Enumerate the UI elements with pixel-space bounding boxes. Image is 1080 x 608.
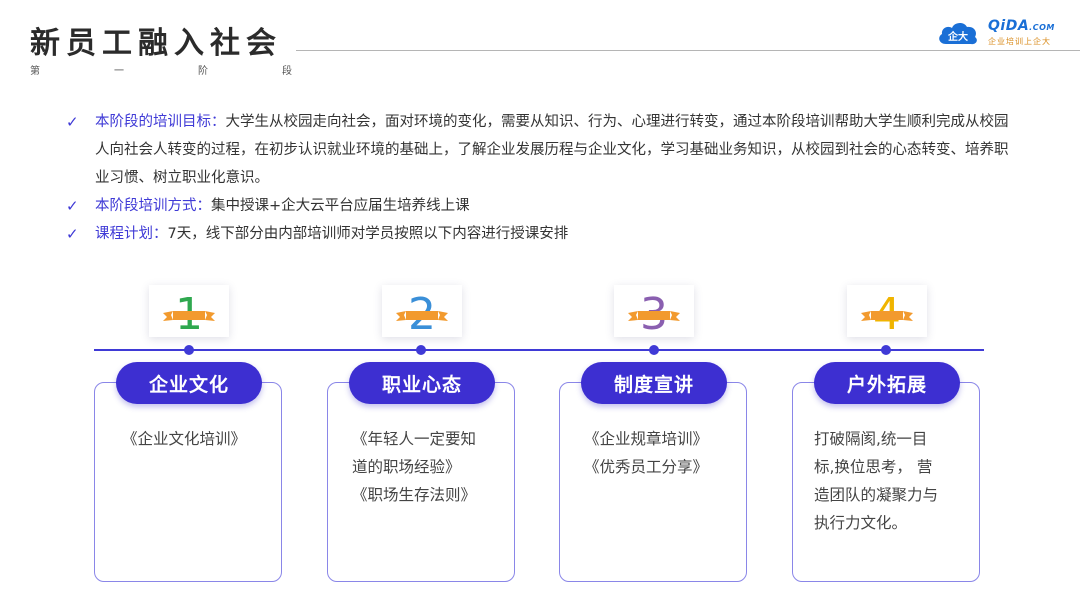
check-icon: ✓	[66, 113, 79, 131]
bullet-text: 7天，线下部分由内部培训师对学员按照以下内容进行授课安排	[167, 226, 569, 242]
step-title-pill: 企业文化	[116, 362, 262, 404]
ribbon-icon	[163, 311, 215, 321]
step-number-box: 3	[614, 285, 694, 337]
step-card	[792, 382, 980, 582]
step-number-box: 2	[382, 285, 462, 337]
step-number-graphic: 3	[628, 289, 680, 337]
bullet-label: 本阶段的培训目标：	[95, 114, 226, 130]
timeline-dot	[184, 345, 194, 355]
card-line: 《企业规章培训》	[584, 430, 709, 448]
logo-brand-suffix: .COM	[1029, 23, 1055, 32]
timeline-dot	[881, 345, 891, 355]
brand-logo: 企大 QiDA.COM 企业培训上企大	[936, 18, 1066, 48]
logo-brand-main: QiDA	[988, 18, 1030, 34]
page-title: 新员工融入社会	[30, 26, 282, 61]
bullet-item: ✓ 课程计划：7天，线下部分由内部培训师对学员按照以下内容进行授课安排	[66, 220, 1016, 248]
bullet-label: 本阶段培训方式：	[95, 198, 211, 214]
step-card	[94, 382, 282, 582]
step-card-text: 《年轻人一定要知 道的职场经验》 《职场生存法则》	[352, 425, 502, 509]
step-card-text: 打破隔阂,统一目 标,换位思考， 营 造团队的凝聚力与 执行力文化。	[814, 425, 964, 537]
bullet-item: ✓ 本阶段的培训目标：大学生从校园走向社会，面对环境的变化，需要从知识、行为、心…	[66, 108, 1016, 192]
page-subtitle: 第 一 阶 段	[30, 62, 292, 77]
logo-mark-text: 企大	[947, 30, 968, 43]
timeline-dot	[416, 345, 426, 355]
step-number-graphic: 2	[396, 289, 448, 337]
ribbon-icon	[628, 311, 680, 321]
card-line: 标,换位思考， 营	[814, 458, 933, 476]
card-line: 《职场生存法则》	[352, 486, 477, 504]
step-title-pill: 职业心态	[349, 362, 495, 404]
logo-tagline: 企业培训上企大	[988, 37, 1051, 46]
subtitle-char: 一	[114, 66, 124, 77]
card-line: 《企业文化培训》	[122, 430, 247, 448]
card-line: 造团队的凝聚力与	[814, 486, 939, 504]
subtitle-char: 段	[282, 66, 292, 77]
bullet-label: 课程计划：	[95, 226, 168, 242]
card-line: 道的职场经验》	[352, 458, 461, 476]
ribbon-icon	[861, 311, 913, 321]
timeline-dot	[649, 345, 659, 355]
card-line: 《优秀员工分享》	[584, 458, 709, 476]
step-number-box: 4	[847, 285, 927, 337]
step-card-text: 《企业规章培训》 《优秀员工分享》	[584, 425, 734, 481]
cloud-logo-icon: 企大	[939, 22, 977, 45]
step-number-graphic: 4	[861, 289, 913, 337]
ribbon-icon	[396, 311, 448, 321]
step-title-pill: 制度宣讲	[581, 362, 727, 404]
bullet-text: 集中授课+企大云平台应届生培养线上课	[211, 198, 470, 214]
subtitle-char: 第	[30, 66, 40, 77]
bullet-text: 大学生从校园走向社会，面对环境的变化，需要从知识、行为、心理进行转变，通过本阶段…	[95, 114, 1009, 186]
bullet-list: ✓ 本阶段的培训目标：大学生从校园走向社会，面对环境的变化，需要从知识、行为、心…	[66, 108, 1016, 248]
step-title-pill: 户外拓展	[814, 362, 960, 404]
step-card	[327, 382, 515, 582]
logo-wordmark: QiDA.COM	[988, 18, 1055, 34]
check-icon: ✓	[66, 225, 79, 243]
subtitle-char: 阶	[198, 66, 208, 77]
check-icon: ✓	[66, 197, 79, 215]
card-line: 《年轻人一定要知	[352, 430, 477, 448]
bullet-item: ✓ 本阶段培训方式：集中授课+企大云平台应届生培养线上课	[66, 192, 1016, 220]
step-number-box: 1	[149, 285, 229, 337]
step-number-graphic: 1	[163, 289, 215, 337]
step-card-text: 《企业文化培训》	[122, 425, 272, 453]
header-divider	[296, 50, 1080, 51]
card-line: 执行力文化。	[814, 514, 908, 532]
step-card	[559, 382, 747, 582]
card-line: 打破隔阂,统一目	[814, 430, 928, 448]
timeline-line	[94, 349, 984, 351]
